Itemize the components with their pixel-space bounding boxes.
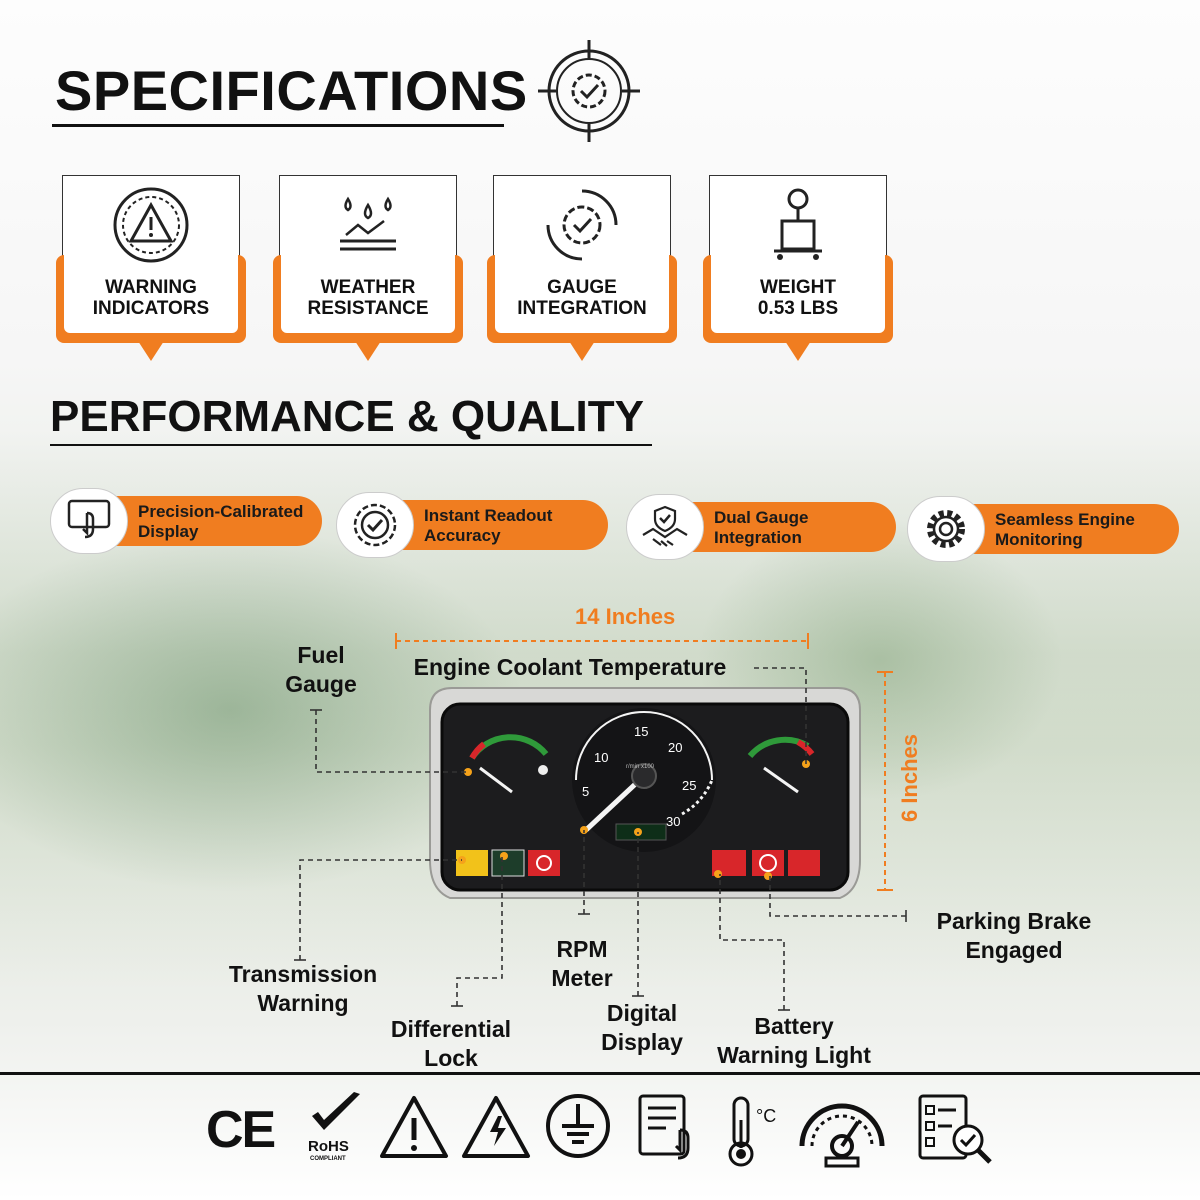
card-label-1: GAUGE (547, 277, 617, 298)
feature-line-1: Dual Gauge (714, 508, 809, 527)
target-gear-icon (538, 40, 640, 142)
handshake-icon (642, 505, 688, 547)
inspection-checklist-icon (918, 1094, 992, 1164)
ground-symbol-icon (546, 1094, 610, 1158)
gear-cycle-icon (546, 189, 618, 261)
callout-coolant-temp: Engine Coolant Temperature (413, 654, 727, 680)
tach-unit: r/min x100 (626, 764, 655, 770)
feature-line-2: Integration (714, 528, 802, 547)
card-label-2: RESISTANCE (307, 298, 429, 319)
title-underline (52, 124, 504, 127)
pressure-gauge-icon (799, 1103, 885, 1168)
touch-screen-icon (67, 499, 111, 539)
temperature-rating: °C (716, 1090, 786, 1170)
footer-divider (0, 1072, 1200, 1075)
card-label-2: INTEGRATION (517, 298, 647, 319)
card-label-2: 0.53 LBS (757, 298, 839, 319)
tach-label-15: 15 (634, 724, 648, 739)
feature-line-1: Instant Readout (424, 506, 553, 525)
scale-icon (774, 188, 822, 260)
water-drops-icon (340, 196, 396, 251)
card-label-1: WEATHER (320, 277, 416, 298)
section-underline (50, 444, 652, 446)
page-title: SPECIFICATIONS (55, 59, 528, 122)
section-title: PERFORMANCE & QUALITY (50, 392, 644, 441)
feature-line-2: Monitoring (995, 530, 1083, 549)
gear-icon (927, 510, 965, 548)
tach-label-30: 30 (666, 814, 680, 829)
check-badge-icon (353, 503, 397, 547)
feature-line-2: Accuracy (424, 526, 501, 545)
width-dimension-label: 14 Inches (575, 604, 676, 629)
rohs-sublabel: COMPLIANT (310, 1156, 346, 1162)
manual-touch-icon (638, 1094, 690, 1160)
card-label-2: INDICATORS (92, 298, 210, 319)
height-dimension-line (877, 671, 893, 891)
thermometer-icon (728, 1096, 754, 1167)
tach-label-25: 25 (682, 778, 696, 793)
celsius-label: °C (756, 1106, 777, 1126)
warning-gauge-icon (113, 187, 189, 263)
height-dimension-label: 6 Inches (897, 733, 922, 823)
instrument-cluster: 5 10 15 20 25 30 r/min x100 (429, 687, 861, 899)
width-dimension-line (395, 633, 809, 649)
card-label-1: WEIGHT (760, 277, 836, 298)
electrical-hazard-icon (462, 1096, 530, 1158)
feature-line-1: Precision-Calibrated (138, 502, 304, 521)
caution-triangle-icon (380, 1096, 448, 1158)
tach-label-20: 20 (668, 740, 682, 755)
ce-mark: CE (206, 1101, 276, 1159)
tach-label-5: 5 (582, 784, 589, 799)
card-label-1: WARNING (105, 277, 197, 298)
feature-line-2: Display (138, 522, 199, 541)
check-mark-icon (312, 1092, 360, 1130)
feature-line-1: Seamless Engine (995, 510, 1135, 529)
rohs-badge: RoHS COMPLIANT (306, 1090, 366, 1170)
tach-label-10: 10 (594, 750, 608, 765)
rohs-label: RoHS (308, 1138, 349, 1155)
